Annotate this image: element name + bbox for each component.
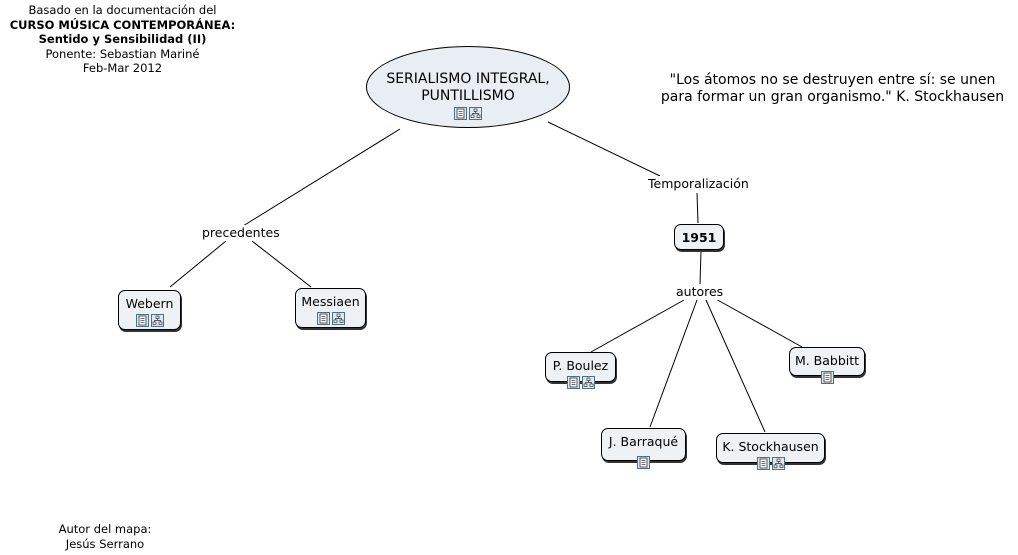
concept-map-icon[interactable]	[469, 107, 482, 120]
credits-line-2: CURSO MÚSICA CONTEMPORÁNEA:	[9, 17, 236, 32]
document-icon[interactable]	[756, 457, 770, 470]
document-icon[interactable]	[566, 376, 580, 389]
link-label-temporalizacion: Temporalización	[646, 176, 751, 192]
stockhausen-quote: "Los átomos no se destruyen entre sí: se…	[660, 72, 1005, 105]
line-temporalizacion-year	[696, 192, 699, 224]
boulez-label: P. Boulez	[552, 358, 609, 373]
line-autores-babbitt	[713, 297, 803, 348]
concept-messiaen[interactable]: Messiaen	[295, 288, 366, 328]
author-line-1: Autor del mapa:	[58, 522, 152, 536]
line-precedentes-webern	[169, 240, 227, 288]
credits-line-3: Sentido y Sensibilidad (II)	[38, 32, 207, 46]
document-icon[interactable]	[135, 314, 149, 327]
root-concept[interactable]: SERIALISMO INTEGRAL, PUNTILLISMO	[366, 46, 570, 128]
barraque-label: J. Barraqué	[608, 434, 679, 449]
boulez-icons	[545, 376, 616, 389]
concept-webern[interactable]: Webern	[118, 290, 181, 330]
concept-year-1951[interactable]: 1951	[674, 224, 724, 250]
root-line-1: SERIALISMO INTEGRAL,	[386, 71, 550, 87]
line-year-autores	[699, 250, 702, 285]
author-line-2: Jesús Serrano	[65, 536, 145, 551]
webern-label: Webern	[125, 296, 174, 311]
concept-stockhausen[interactable]: K. Stockhausen	[716, 433, 825, 463]
line-root-precedentes	[242, 128, 401, 227]
line-autores-stockhausen	[705, 299, 766, 433]
root-line-2: PUNTILLISMO	[421, 88, 515, 104]
document-icon[interactable]	[316, 312, 330, 325]
document-icon[interactable]	[454, 107, 467, 120]
babbitt-icons	[789, 371, 865, 384]
concept-map-icon[interactable]	[150, 314, 164, 327]
line-precedentes-messiaen	[251, 240, 312, 288]
messiaen-label: Messiaen	[301, 294, 360, 309]
concept-boulez[interactable]: P. Boulez	[545, 352, 616, 382]
barraque-icons	[601, 456, 686, 469]
concept-barraque[interactable]: J. Barraqué	[601, 428, 686, 461]
stockhausen-label: K. Stockhausen	[722, 439, 819, 454]
stockhausen-icons	[716, 457, 825, 470]
credits-line-5: Feb-Mar 2012	[82, 61, 163, 75]
concept-map-icon[interactable]	[581, 376, 595, 389]
document-icon[interactable]	[637, 456, 650, 469]
concept-map-icon[interactable]	[331, 312, 345, 325]
concept-babbitt[interactable]: M. Babbitt	[789, 347, 865, 376]
document-icon[interactable]	[820, 371, 834, 384]
link-label-autores: autores	[674, 284, 726, 300]
concept-map-icon[interactable]	[771, 457, 785, 470]
line-autores-barraque	[649, 299, 698, 428]
line-autores-boulez	[590, 299, 685, 353]
credits-line-4: Ponente: Sebastian Mariné	[45, 46, 200, 61]
author-note: Autor del mapa: Jesús Serrano	[40, 522, 170, 551]
line-root-temporalizacion	[547, 121, 661, 177]
credits-line-1: Basado en la documentación del	[28, 3, 217, 17]
credits-note: Basado en la documentación del CURSO MÚS…	[0, 3, 245, 76]
babbitt-label: M. Babbitt	[794, 353, 860, 368]
link-label-precedentes: precedentes	[200, 225, 282, 241]
